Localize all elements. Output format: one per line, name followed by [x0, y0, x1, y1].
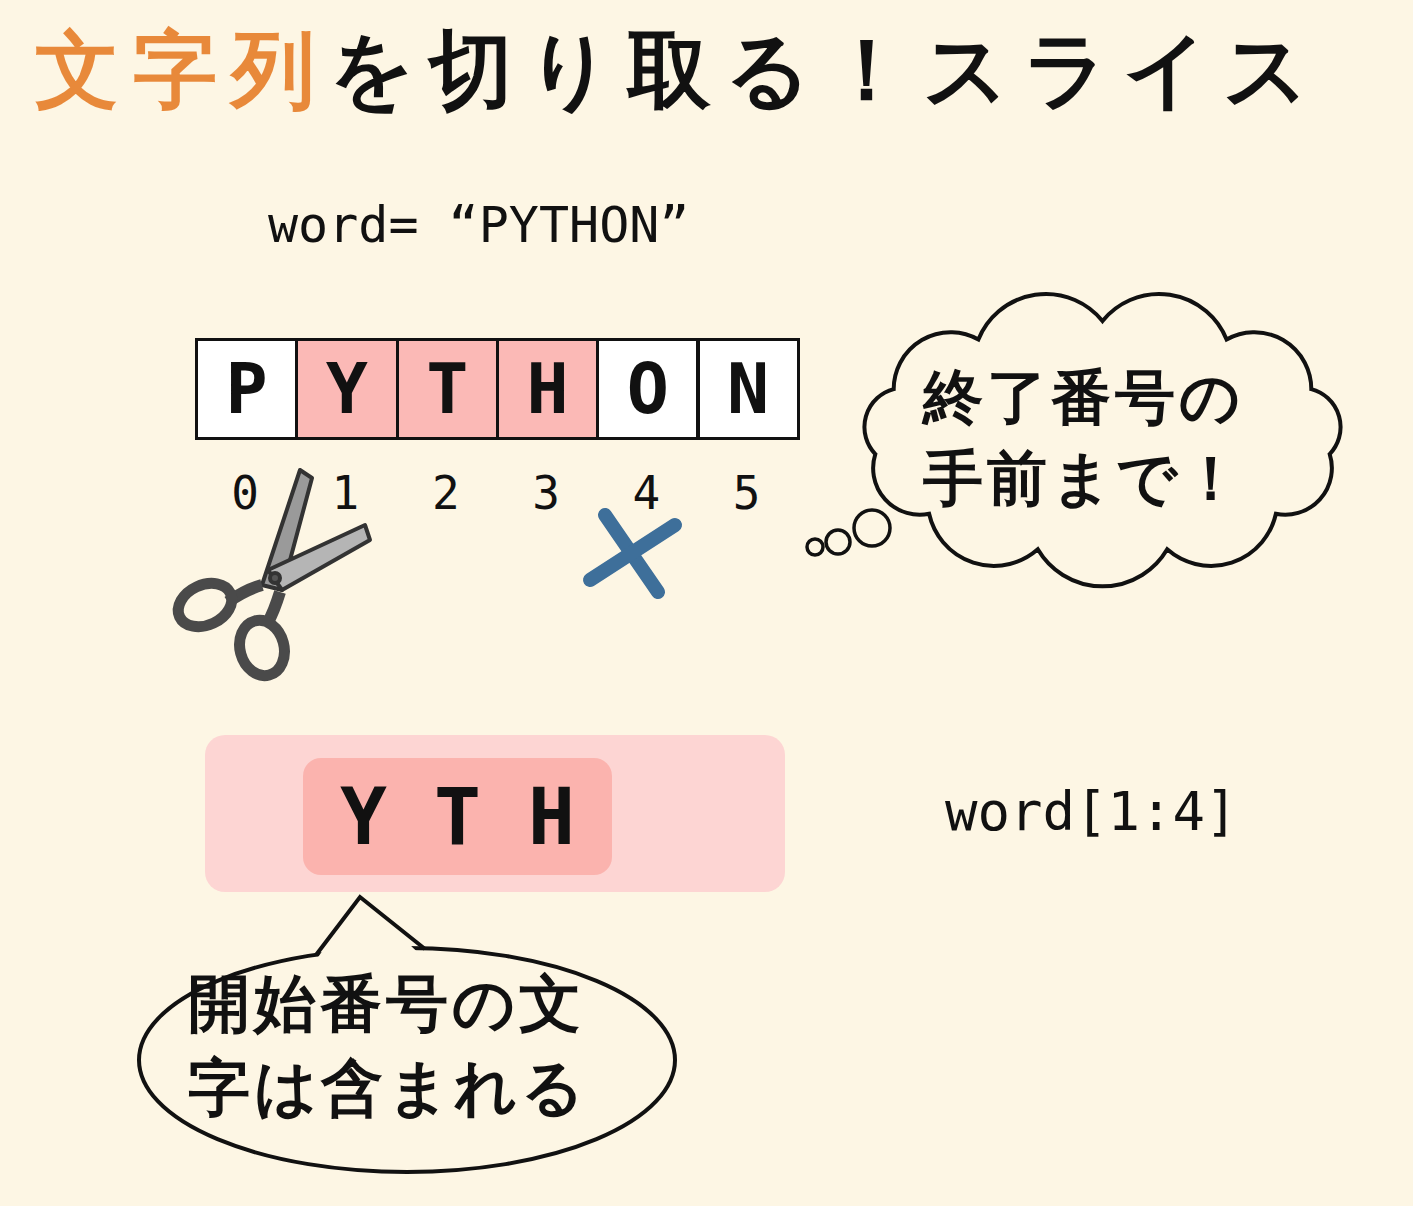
thought-trail [807, 510, 890, 555]
char-cell: H [496, 338, 599, 440]
index-number: 4 [632, 470, 660, 516]
note-text: 終了番号の 手前まで！ [923, 357, 1283, 519]
char-cell: Y [295, 338, 398, 440]
char-cell: T [396, 338, 499, 440]
scissors-icon [171, 470, 370, 681]
thought-cloud: 終了番号の 手前まで！ [845, 295, 1360, 580]
cloud-outline [864, 294, 1340, 586]
char-label: P [226, 354, 268, 424]
char-label: N [727, 354, 769, 424]
index-number: 1 [332, 470, 360, 516]
char-cell: N [697, 338, 800, 440]
code-text: word= “PYTHON” [268, 200, 689, 250]
char-label: Y [326, 354, 368, 424]
index-number: 3 [532, 470, 560, 516]
index-number: 2 [432, 470, 460, 516]
char-cell: O [596, 338, 699, 440]
cloud-outline [845, 295, 1360, 580]
result-box: Y T H [303, 758, 612, 875]
cross-mark [590, 515, 675, 592]
char-label: H [526, 354, 568, 424]
result-band [205, 735, 785, 892]
note-text: 開始番号の文 字は含まれる [188, 962, 628, 1129]
code-text: word[1:4] [945, 785, 1238, 839]
bubble-tail [316, 897, 425, 955]
speech-bubble: 開始番号の文 字は含まれる [135, 895, 680, 1175]
index-number: 0 [231, 470, 259, 516]
char-cell: P [195, 338, 298, 440]
bubble-tail-fill [307, 897, 433, 973]
char-label: O [627, 354, 669, 424]
page-title: 文字列を切り取る！スライス [35, 22, 1323, 119]
char-label: T [426, 354, 468, 424]
result-text: Y T H [340, 778, 575, 856]
bubble-outline [139, 948, 675, 1172]
index-number: 5 [733, 470, 761, 516]
